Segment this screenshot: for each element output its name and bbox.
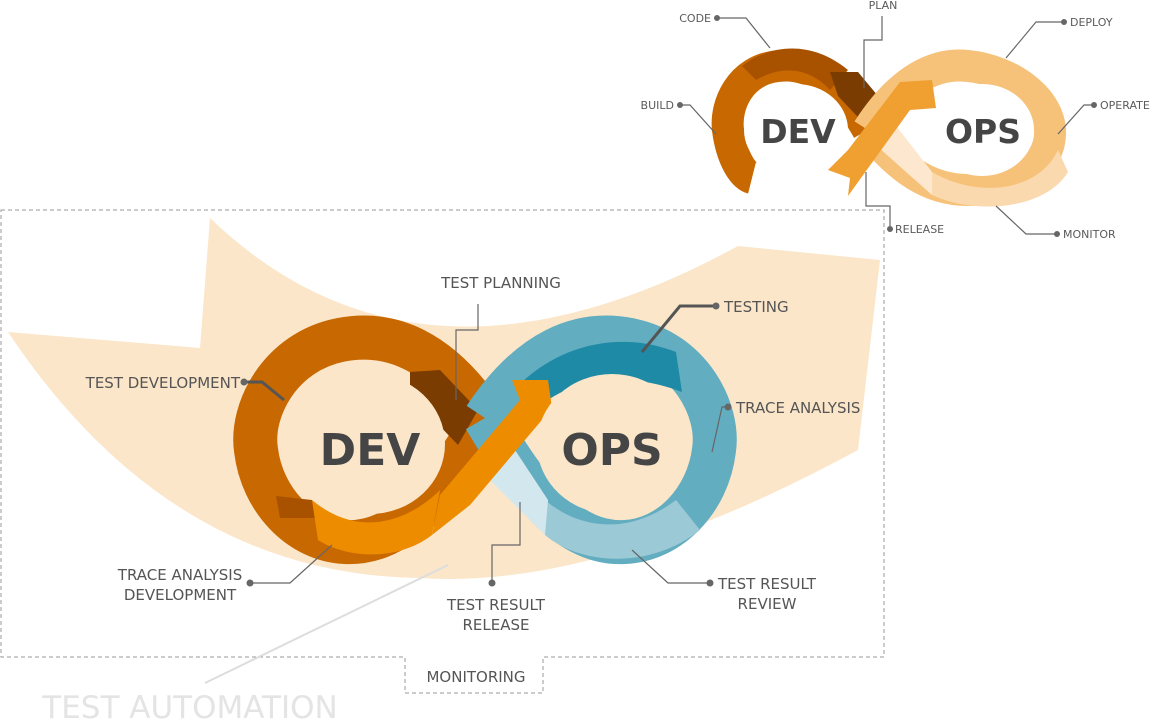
label-trace-analysis-development-1: TRACE ANALYSIS — [117, 566, 242, 584]
label-trace-analysis-development-2: DEVELOPMENT — [124, 586, 237, 604]
label-test-development: TEST DEVELOPMENT — [85, 374, 241, 392]
test-result-release-dot — [488, 579, 496, 587]
small-ops-title: OPS — [945, 112, 1021, 151]
label-monitoring: MONITORING — [426, 668, 525, 686]
test-development-dot — [240, 378, 248, 386]
build-dot — [677, 102, 683, 108]
dev-lower-band — [312, 490, 440, 555]
test-development-leader — [244, 380, 285, 402]
label-code: CODE — [679, 12, 711, 25]
label-operate: OPERATE — [1100, 99, 1150, 112]
code-dot — [714, 15, 720, 21]
test-result-review-leader — [631, 549, 710, 584]
plan-leader — [863, 16, 883, 88]
label-test-result-release-2: RELEASE — [463, 616, 530, 634]
release-dot — [887, 226, 893, 232]
label-monitor: MONITOR — [1063, 228, 1116, 241]
test-result-release-leader — [491, 502, 521, 583]
dev-hole — [295, 374, 445, 514]
operate-dot — [1091, 102, 1097, 108]
test-automation-leader — [204, 564, 449, 684]
test-result-review-dot — [706, 579, 714, 587]
trace-analysis-dot — [724, 403, 732, 411]
trace-analysis-development-dot — [246, 579, 254, 587]
label-release: RELEASE — [895, 223, 944, 236]
small-dev-hole — [744, 84, 848, 176]
trace-analysis-development-leader — [250, 544, 333, 584]
label-testing: TESTING — [723, 298, 789, 316]
dev-ops-cross-arrow — [432, 380, 552, 535]
label-deploy: DEPLOY — [1070, 16, 1113, 29]
deploy-dot — [1061, 19, 1067, 25]
monitor-dot — [1054, 231, 1060, 237]
deploy-leader — [1005, 21, 1064, 59]
operate-leader — [1057, 104, 1094, 135]
small-cross-arrow — [828, 80, 936, 196]
label-test-result-review-2: REVIEW — [738, 595, 797, 613]
label-test-result-review-1: TEST RESULT — [717, 575, 817, 593]
label-test-planning: TEST PLANNING — [440, 274, 561, 292]
small-dev-loop-top — [742, 48, 848, 90]
main-dev-title: DEV — [320, 425, 421, 476]
ops-hole — [537, 374, 687, 514]
dev-loop-notch — [276, 496, 318, 518]
monitoring-frame — [0, 209, 885, 694]
small-ops-hole — [930, 84, 1034, 176]
small-dev-title: DEV — [760, 112, 836, 151]
label-test-result-release-1: TEST RESULT — [446, 596, 546, 614]
test-planning-leader — [455, 304, 479, 400]
code-leader — [717, 17, 771, 49]
testing-leader — [640, 304, 716, 353]
label-build: BUILD — [641, 99, 674, 112]
build-leader — [680, 104, 717, 135]
small-ops-loop-bottom — [932, 150, 1068, 207]
ops-loop-bottom — [545, 500, 700, 559]
label-plan: PLAN — [869, 0, 898, 12]
monitor-leader — [995, 205, 1057, 235]
testing-dot — [712, 302, 720, 310]
main-ops-title: OPS — [561, 425, 662, 476]
dev-loop-shadow — [410, 370, 478, 445]
ops-pale-cross — [488, 450, 548, 535]
release-leader — [865, 172, 891, 229]
ops-loop-top — [520, 341, 682, 400]
label-test-automation: TEST AUTOMATION — [41, 690, 337, 720]
label-trace-analysis: TRACE ANALYSIS — [735, 399, 860, 417]
